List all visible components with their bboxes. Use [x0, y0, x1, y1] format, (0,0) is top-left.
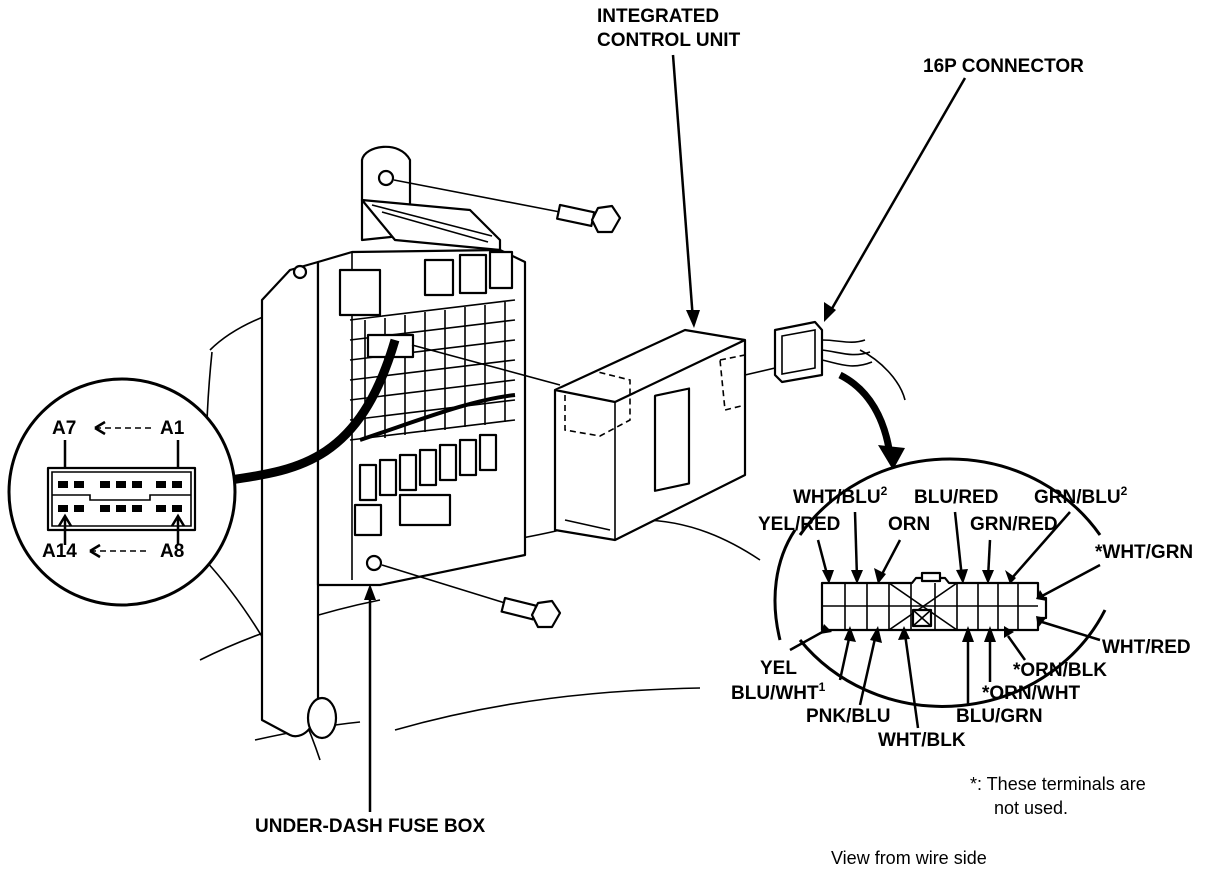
under-dash-fuse-box: [260, 145, 527, 740]
pin-label-a8: A8: [160, 541, 184, 562]
pin-label-orn-wht: *ORN/WHT: [982, 683, 1081, 704]
pin-label-yel-red: YEL/RED: [758, 514, 840, 535]
pin-label-a1: A1: [160, 418, 185, 439]
pin-label-wht-blu: WHT/BLU2: [793, 484, 888, 508]
pin-label-a14: A14: [42, 541, 77, 562]
connector-pinout-detail: WHT/BLU2 BLU/RED GRN/BLU2 YEL/RED ORN GR…: [731, 457, 1193, 751]
pin-label-blu-red: BLU/RED: [914, 487, 998, 508]
note-view-from-wire-side: View from wire side: [831, 848, 987, 868]
pin-label-blu-grn: BLU/GRN: [956, 706, 1043, 727]
note-unused-terminals-line2: not used.: [994, 798, 1068, 818]
inset-pins-top: [58, 481, 182, 488]
pin-label-yel: YEL: [760, 658, 797, 679]
pin-label-a7: A7: [52, 418, 76, 439]
pin-label-wht-grn: *WHT/GRN: [1095, 542, 1193, 563]
detail-pointer-arrow: [838, 371, 894, 456]
label-integrated-control-unit-line2: CONTROL UNIT: [597, 30, 741, 51]
16p-connector-face: [820, 571, 1048, 632]
pin-label-pnk-blu: PNK/BLU: [806, 706, 890, 727]
pin-label-grn-red: GRN/RED: [970, 514, 1058, 535]
pin-label-orn-blk: *ORN/BLK: [1013, 660, 1107, 681]
label-16p-connector: 16P CONNECTOR: [923, 56, 1084, 77]
note-unused-terminals-line1: *: These terminals are: [970, 774, 1146, 794]
pin-label-grn-blu: GRN/BLU2: [1034, 484, 1128, 508]
harness-wire: [229, 338, 400, 485]
inset-pins-bottom: [58, 505, 182, 512]
lower-fuses: [353, 433, 498, 537]
pin-label-wht-blk: WHT/BLK: [878, 730, 966, 751]
pin-label-blu-wht: BLU/WHT1: [731, 680, 826, 704]
fuse-box-connector-inset: A7 A1 A14: [7, 377, 237, 607]
pin-label-wht-red: WHT/RED: [1102, 637, 1191, 658]
lower-bolt: [381, 564, 562, 629]
pin-label-orn: ORN: [888, 514, 930, 535]
16p-connector-part: [744, 320, 873, 384]
label-integrated-control-unit-line1: INTEGRATED: [597, 6, 719, 27]
upper-bolt: [393, 179, 622, 234]
label-under-dash-fuse-box: UNDER-DASH FUSE BOX: [255, 816, 485, 837]
harness-wire-2: [359, 393, 516, 442]
integrated-control-unit: [553, 328, 747, 542]
